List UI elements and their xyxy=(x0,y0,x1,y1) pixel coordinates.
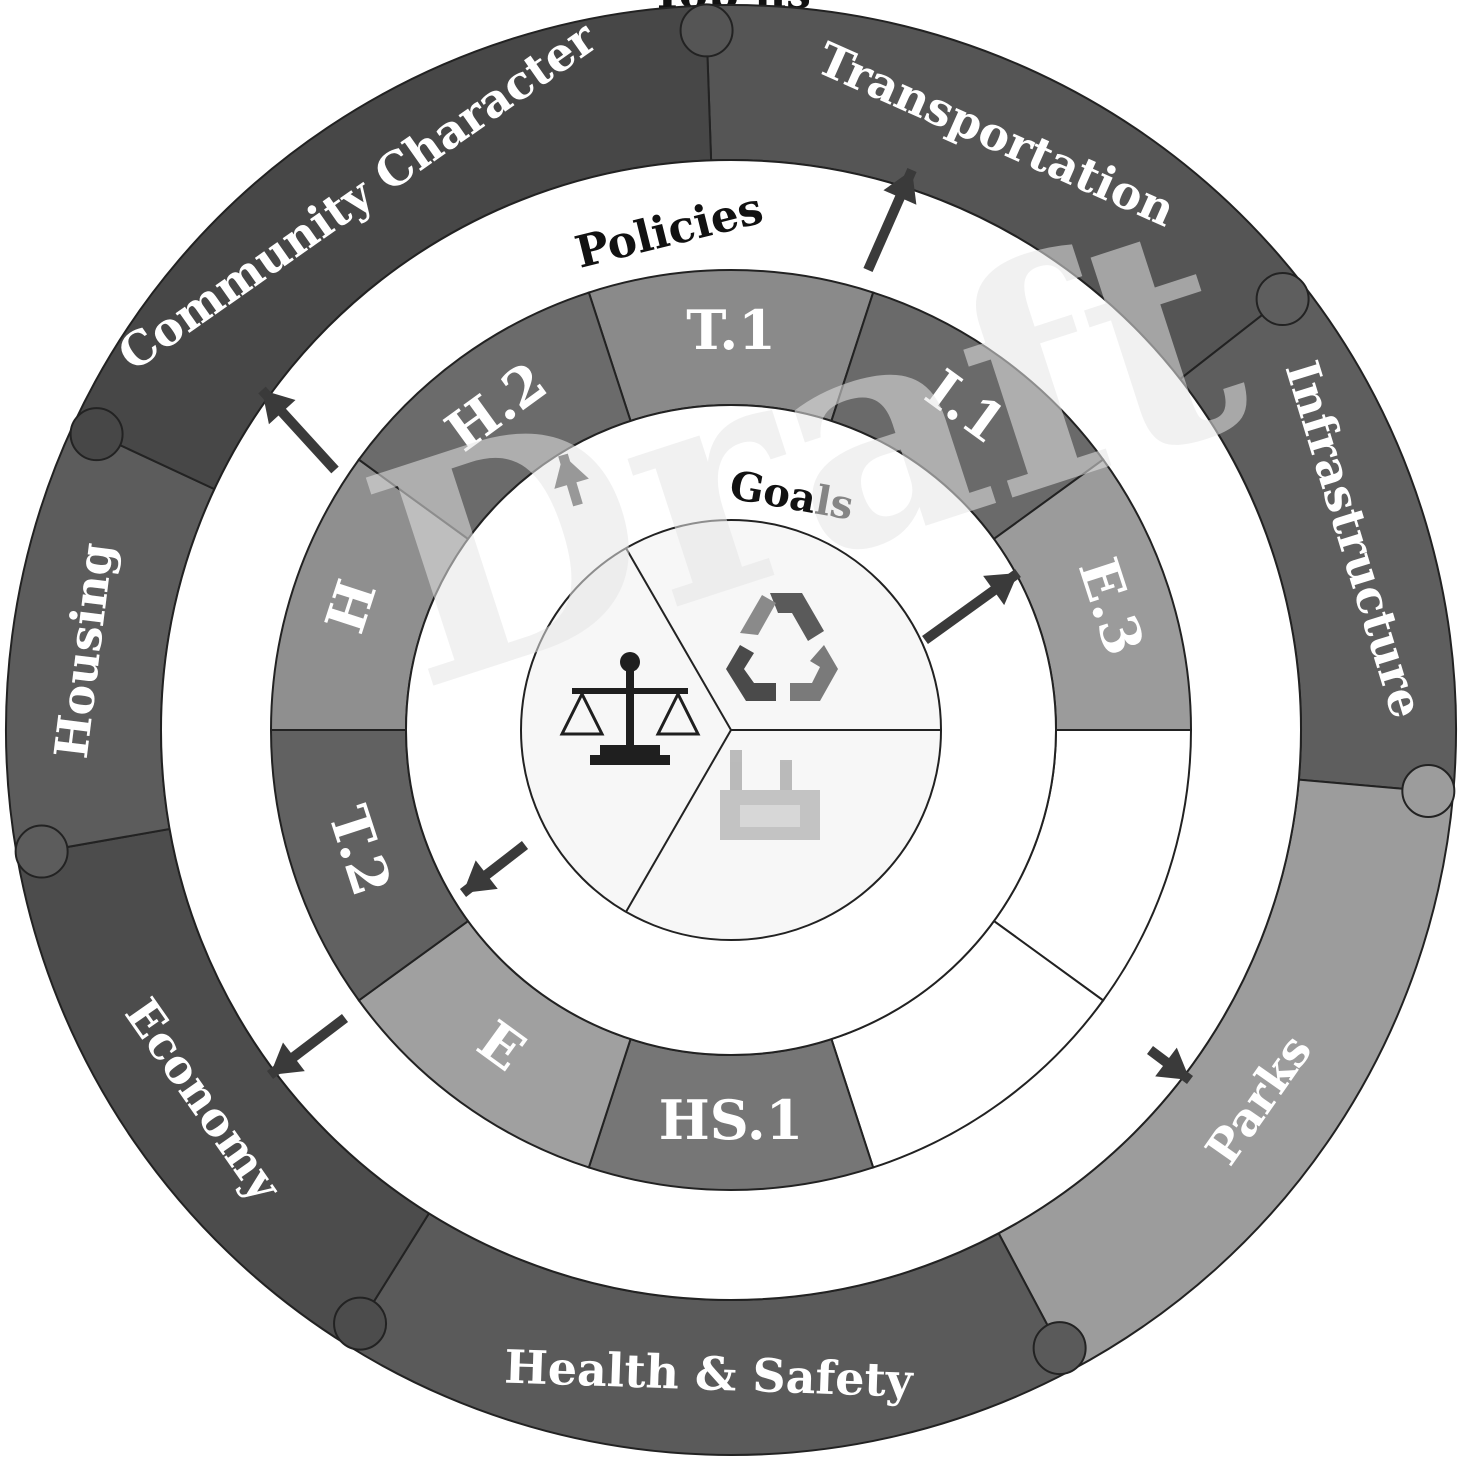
goal-dividers xyxy=(625,547,941,913)
goal-divider xyxy=(625,729,732,913)
arrow-head xyxy=(554,455,589,489)
arrow-head xyxy=(1155,1047,1190,1080)
topic-areas-ring xyxy=(5,3,1457,1456)
factory-icon xyxy=(720,750,820,840)
goal-divider xyxy=(625,547,732,731)
arrow-head xyxy=(463,860,498,893)
policy-label-hs1: HS.1 xyxy=(659,1088,803,1152)
arrow-head xyxy=(883,170,917,205)
connector-arrows xyxy=(258,167,1193,1084)
policies-ring xyxy=(269,269,1193,1191)
recycle-icon xyxy=(726,593,838,701)
puzzle-knob xyxy=(1401,764,1456,819)
puzzle-knob xyxy=(1032,1321,1087,1376)
scale-icon xyxy=(559,652,701,765)
policy-labels: T.1I.1E.3HS.1ET.2HH.2 xyxy=(312,298,1156,1152)
arrow-head xyxy=(983,573,1018,606)
policy-label-t1: T.1 xyxy=(686,298,776,362)
puzzle-knob xyxy=(679,3,734,58)
puzzle-knob xyxy=(333,1296,388,1351)
puzzle-knob xyxy=(14,824,69,879)
arrow-head xyxy=(262,390,296,425)
puzzle-knob xyxy=(1255,272,1310,327)
puzzle-knob xyxy=(69,407,124,462)
arrow-head xyxy=(270,1042,305,1075)
